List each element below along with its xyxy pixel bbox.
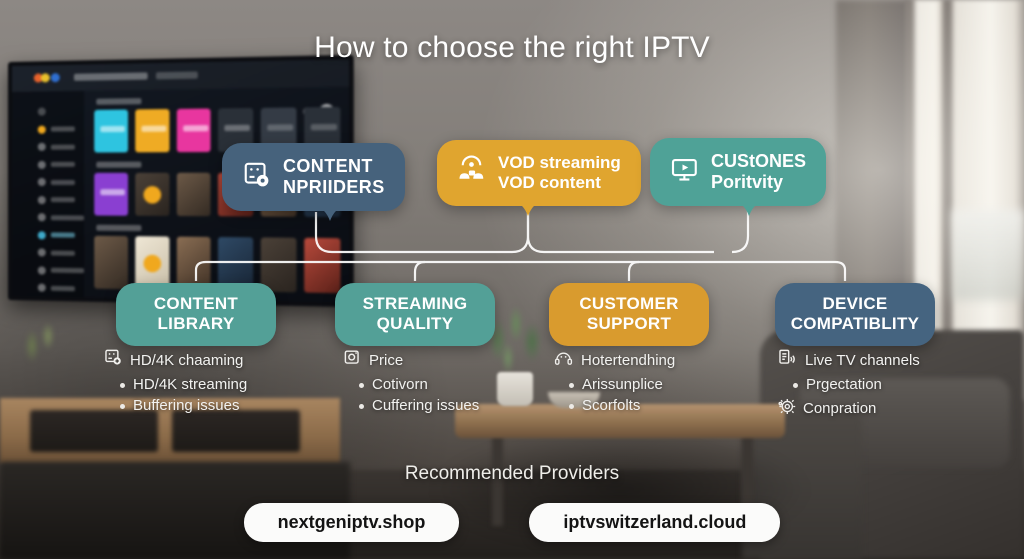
console-door-left (30, 410, 158, 452)
category-streaming-quality[interactable]: STREAMING QUALITY (335, 283, 495, 346)
column-header-label: Price (369, 351, 403, 371)
category-content-library[interactable]: CONTENT LIBRARY (116, 283, 276, 346)
column-header-label: Live TV channels (805, 351, 920, 371)
recommended-title: Recommended Providers (0, 463, 1024, 485)
provider-pill[interactable]: nextgeniptv.shop (244, 503, 460, 542)
tv-sidebar-item (38, 160, 84, 168)
gear-settings-icon (777, 397, 796, 422)
tv-sidebar-item (38, 248, 84, 257)
list-item: Scorfolts (569, 396, 763, 416)
category-customer-support[interactable]: CUSTOMER SUPPORT (549, 283, 709, 346)
tv-tile (135, 173, 169, 216)
page-title: How to choose the right IPTV (0, 31, 1024, 65)
column-footer: Conpration (777, 397, 997, 422)
tv-sidebar-item (38, 213, 84, 221)
tv-tile (176, 108, 211, 152)
tv-sidebar-item (38, 231, 84, 240)
provider-pill[interactable]: iptvswitzerland.cloud (529, 503, 780, 542)
category-line-2: COMPATIBLITY (781, 314, 929, 334)
image-plus-icon (104, 348, 123, 373)
pill-custones[interactable]: CUStONES Poritvity (650, 138, 826, 206)
category-device-compatibility[interactable]: DEVICE COMPATIBLITY (775, 283, 935, 346)
pill-content-providers[interactable]: CONTENT NPRIIDERS (222, 143, 405, 211)
monitor-play-icon (670, 155, 700, 190)
tv-sidebar (12, 91, 84, 298)
tv-tile (176, 173, 211, 217)
column-header: Price (343, 348, 548, 373)
vod-users-icon (457, 155, 487, 190)
feature-column-device-compatibility: Live TV channels Prgectation Conpration (777, 348, 997, 422)
pill-line-1: CUStONES (711, 151, 806, 172)
tv-tile (135, 236, 169, 290)
pill-tail (515, 203, 541, 217)
list-item: Arissunplice (569, 375, 763, 395)
tv-sidebar-item (38, 284, 84, 293)
pill-tail (736, 203, 762, 217)
tv-tile (135, 109, 169, 152)
column-header-label: HD/4K chaaming (130, 351, 243, 371)
tv-sidebar-item (38, 196, 84, 204)
tv-row-label (96, 98, 141, 105)
feature-column-customer-support: Hotertendhing Arissunplice Scorfolts (553, 348, 763, 416)
list-item: Cuffering issues (359, 396, 548, 416)
content-providers-icon (242, 160, 272, 195)
list-item: Prgectation (793, 375, 997, 395)
pill-vod[interactable]: VOD streaming VOD content (437, 140, 641, 206)
feature-list: Arissunplice Scorfolts (553, 375, 763, 416)
list-item: Buffering issues (120, 396, 319, 416)
feature-list: Cotivorn Cuffering issues (343, 375, 548, 416)
console-door-right (172, 410, 300, 452)
category-line-2: SUPPORT (555, 314, 703, 334)
feature-list: HD/4K streaming Buffering issues (104, 375, 319, 416)
tv-row-label (96, 225, 141, 231)
pill-tail (317, 208, 343, 222)
tv-tile (94, 236, 128, 289)
headset-icon (553, 348, 574, 373)
column-header: HD/4K chaaming (104, 348, 319, 373)
column-header-label: Hotertendhing (581, 351, 675, 371)
camera-icon (343, 348, 362, 373)
feature-column-streaming-quality: Price Cotivorn Cuffering issues (343, 348, 548, 416)
column-header: Hotertendhing (553, 348, 763, 373)
tv-sidebar-item (38, 266, 84, 275)
tv-tile (94, 110, 128, 153)
pill-line-1: CONTENT (283, 156, 385, 177)
tv-sidebar-item (38, 178, 84, 186)
tv-sidebar-item (38, 107, 84, 116)
list-item: HD/4K streaming (120, 375, 319, 395)
pill-line-2: NPRIIDERS (283, 177, 385, 198)
category-line-1: DEVICE (781, 294, 929, 314)
tv-topbar-label (74, 72, 148, 80)
column-footer-label: Conpration (803, 399, 876, 419)
tv-row-label (96, 162, 141, 168)
pill-line-1: VOD streaming (498, 153, 621, 173)
tv-tile (304, 238, 340, 293)
category-line-2: LIBRARY (122, 314, 270, 334)
category-line-1: CUSTOMER (555, 294, 703, 314)
tv-topbar-sublabel (156, 71, 198, 79)
tv-tile (94, 173, 128, 216)
tv-tile (261, 237, 297, 292)
tv-sidebar-item (38, 142, 84, 150)
feature-column-content-library: HD/4K chaaming HD/4K streaming Buffering… (104, 348, 319, 416)
category-line-1: STREAMING (341, 294, 489, 314)
side-plant (18, 318, 64, 398)
list-item: Cotivorn (359, 375, 548, 395)
column-header: Live TV channels (777, 348, 997, 373)
list-wifi-icon (777, 348, 798, 373)
recommended-providers: nextgeniptv.shop iptvswitzerland.cloud (0, 503, 1024, 542)
tv-logo-icon (34, 73, 60, 83)
tv-sidebar-item (38, 125, 84, 133)
pill-line-2: VOD content (498, 173, 621, 193)
pill-line-2: Poritvity (711, 172, 806, 193)
category-line-2: QUALITY (341, 314, 489, 334)
feature-list: Prgectation (777, 375, 997, 395)
category-line-1: CONTENT (122, 294, 270, 314)
